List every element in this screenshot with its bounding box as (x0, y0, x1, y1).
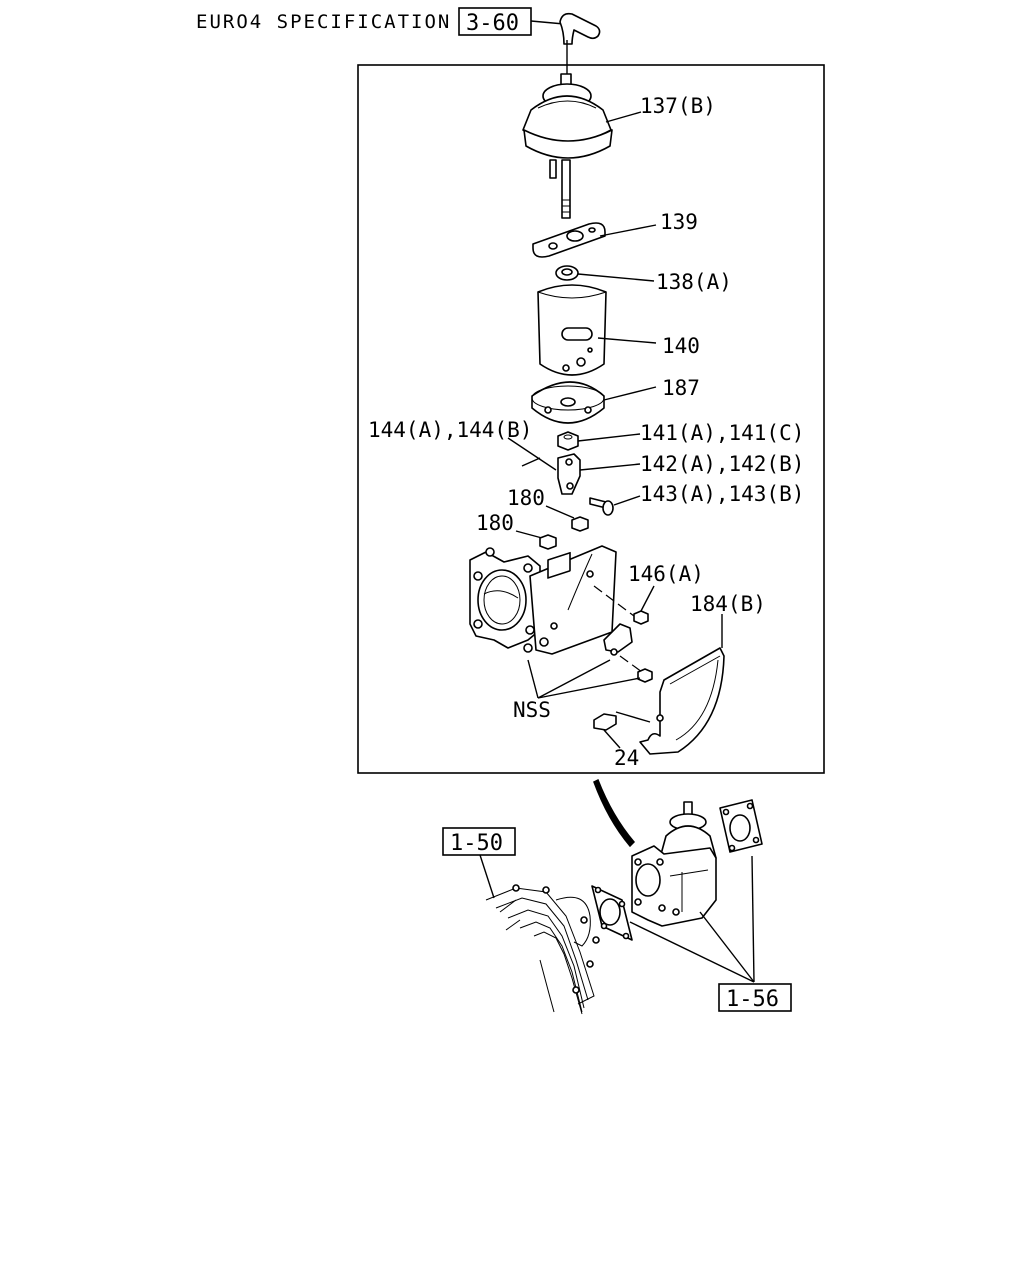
callout-arrow (593, 778, 636, 848)
label-144: 144(A),144(B) (368, 418, 532, 442)
ref-label-3-60: 3-60 (466, 11, 519, 36)
washer-138a-icon (555, 265, 579, 281)
manifold-icon (485, 884, 600, 1015)
valve-assembly-icon (631, 801, 717, 927)
label-139: 139 (660, 210, 698, 234)
ref-box-1-50[interactable]: 1-50 (442, 827, 516, 856)
bolt-24-icon (593, 711, 651, 731)
label-180-lower: 180 (476, 511, 514, 535)
plate-187-icon (531, 381, 605, 424)
shield-184b-icon (639, 647, 725, 755)
cover-140-icon (537, 284, 607, 376)
label-140: 140 (662, 334, 700, 358)
ref-box-1-56[interactable]: 1-56 (718, 983, 792, 1012)
label-138a: 138(A) (656, 270, 732, 294)
nut-180-upper-icon (571, 516, 589, 532)
label-142: 142(A),142(B) (640, 452, 804, 476)
detail-frame (357, 64, 825, 774)
gasket-139-icon (532, 222, 606, 258)
ref-label-1-50: 1-50 (450, 831, 503, 856)
label-24: 24 (614, 746, 639, 770)
label-nss: NSS (513, 698, 551, 722)
label-137b: 137(B) (640, 94, 716, 118)
label-180-upper: 180 (507, 486, 545, 510)
gasket-right-icon (719, 799, 763, 853)
label-143: 143(A),143(B) (640, 482, 804, 506)
label-146a: 146(A) (628, 562, 704, 586)
ref-box-3-60[interactable]: 3-60 (458, 7, 532, 36)
label-184b: 184(B) (690, 592, 766, 616)
nut-180-lower-icon (539, 534, 557, 550)
clevis-142-icon (557, 453, 581, 495)
hose-elbow-icon (559, 12, 601, 75)
label-187: 187 (662, 376, 700, 400)
ref-label-1-56: 1-56 (726, 987, 779, 1012)
gasket-left-icon (591, 885, 633, 941)
exhaust-valve-body-icon (469, 545, 633, 656)
nut-141-icon (557, 431, 579, 451)
nut-146a-icon (633, 610, 649, 625)
pin-143-icon (589, 497, 614, 516)
pin-144-icon (521, 457, 541, 467)
label-141: 141(A),141(C) (640, 421, 804, 445)
nut-nss-icon (637, 668, 653, 683)
spec-header: EURO4 SPECIFICATION (196, 11, 451, 33)
actuator-137b-icon (522, 73, 613, 219)
